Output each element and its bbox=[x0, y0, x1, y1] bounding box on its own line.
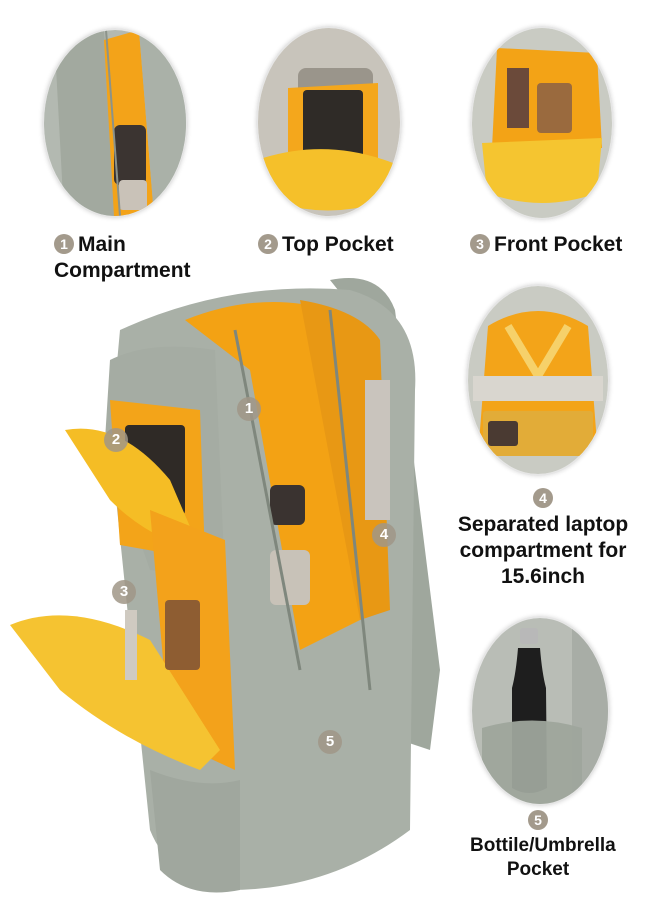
top-pocket-photo bbox=[256, 26, 402, 218]
feature-5-label-line2: Pocket bbox=[506, 859, 570, 880]
bottle-pocket-photo bbox=[470, 616, 610, 806]
feature-4-number: 4 bbox=[533, 488, 553, 508]
feature-1-number: 1 bbox=[54, 234, 74, 254]
backpack-marker-3: 3 bbox=[112, 580, 136, 604]
feature-3-number: 3 bbox=[470, 234, 490, 254]
laptop-compartment-photo bbox=[466, 284, 610, 476]
feature-4-label-line3: 15.6inch bbox=[500, 565, 586, 588]
front-pocket-photo bbox=[470, 26, 614, 220]
backpack-photo bbox=[10, 278, 440, 893]
feature-1-label-line1: Main bbox=[78, 233, 126, 256]
backpack-marker-5: 5 bbox=[318, 730, 342, 754]
feature-1-label-line2: Compartment bbox=[54, 259, 191, 282]
feature-5-number: 5 bbox=[528, 810, 548, 830]
feature-5-caption: 5 Bottile/Umbrella Pocket bbox=[470, 810, 616, 882]
feature-4-label-line1: Separated laptop bbox=[457, 513, 629, 536]
feature-4-caption: 4 Separated laptop compartment for 15.6i… bbox=[456, 488, 630, 590]
feature-3-label: Front Pocket bbox=[494, 233, 623, 256]
feature-2-label: Top Pocket bbox=[282, 233, 394, 256]
backpack-marker-2: 2 bbox=[104, 428, 128, 452]
main-compartment-photo bbox=[42, 28, 188, 218]
backpack-marker-4: 4 bbox=[372, 523, 396, 547]
feature-4-label-line2: compartment for bbox=[459, 539, 627, 562]
feature-2-number: 2 bbox=[258, 234, 278, 254]
backpack-marker-1: 1 bbox=[237, 397, 261, 421]
feature-5-label-line1: Bottile/Umbrella bbox=[470, 835, 616, 856]
